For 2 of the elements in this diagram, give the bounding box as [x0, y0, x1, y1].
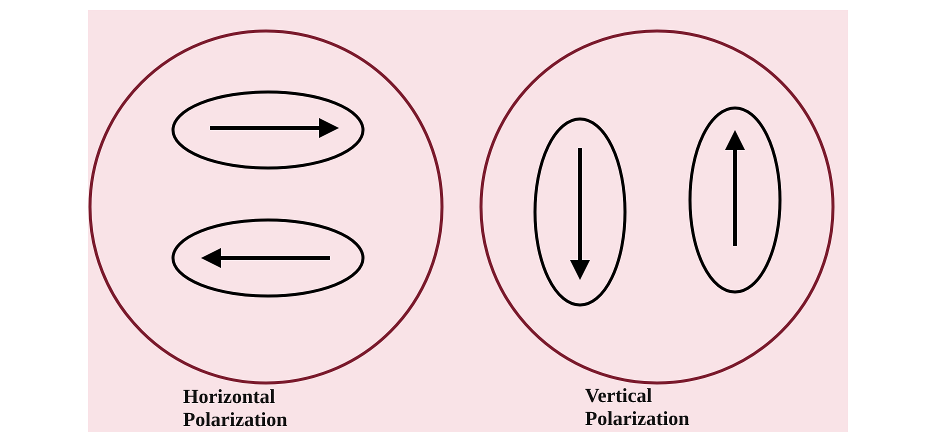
polarization-label: Horizontal Polarization	[183, 386, 288, 432]
polarization-label: Vertical Polarization	[585, 385, 690, 431]
